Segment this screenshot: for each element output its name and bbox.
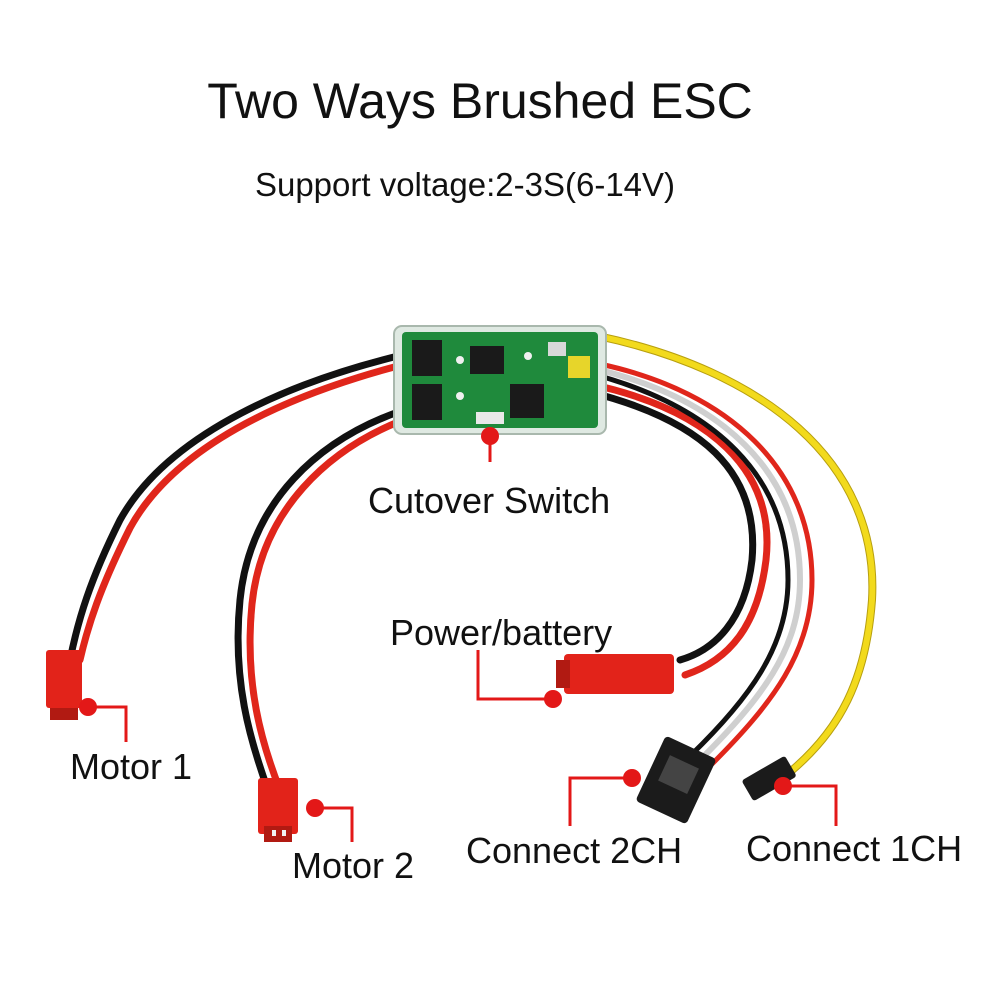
page-title: Two Ways Brushed ESC xyxy=(207,73,753,129)
motor-1-connector xyxy=(46,650,82,720)
label-connect-2ch: Connect 2CH xyxy=(466,830,683,871)
power-wires xyxy=(586,380,771,679)
callout-motor-1-marker xyxy=(79,698,128,742)
label-power-battery: Power/battery xyxy=(390,612,613,653)
ch2-servo-connector xyxy=(636,736,716,824)
callout-motor-2-marker xyxy=(306,799,354,842)
ch1-signal-wire xyxy=(594,332,877,776)
label-cutover-switch: Cutover Switch xyxy=(368,480,611,521)
esc-board xyxy=(393,325,607,435)
label-motor-2: Motor 2 xyxy=(292,845,415,886)
label-motor-1: Motor 1 xyxy=(70,746,193,787)
callout-connect-1ch-marker xyxy=(774,777,838,826)
motor-1-wires xyxy=(66,352,402,664)
ch2-servo-wires xyxy=(597,361,815,767)
ch1-signal-connector xyxy=(742,756,796,801)
label-connect-1ch: Connect 1CH xyxy=(746,828,963,869)
callout-connect-2ch-marker xyxy=(568,769,641,826)
motor-2-wires xyxy=(234,408,402,794)
callout-power-marker xyxy=(476,650,562,708)
page-subtitle: Support voltage:2-3S(6-14V) xyxy=(254,166,676,203)
callout-cutover-switch-marker xyxy=(481,427,499,462)
motor-2-connector xyxy=(258,778,298,842)
power-connector xyxy=(556,654,674,694)
